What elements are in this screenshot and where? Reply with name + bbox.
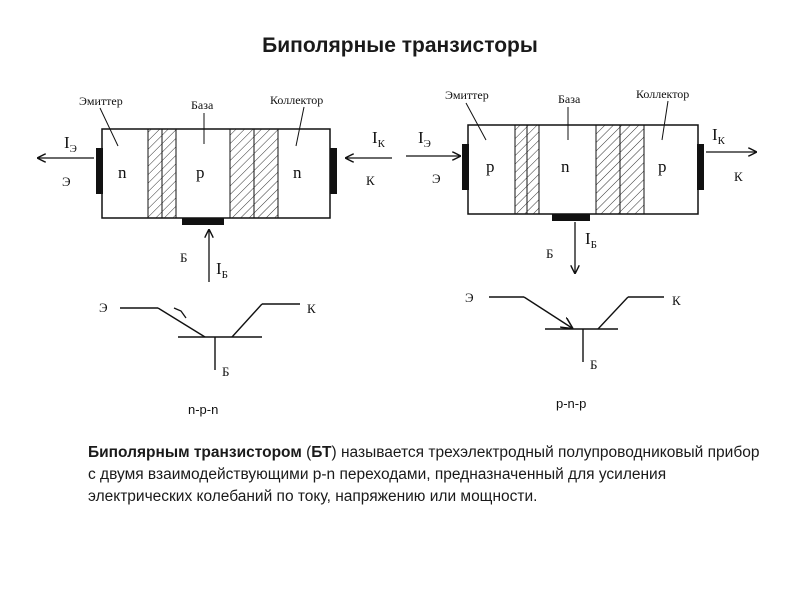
npn-collector-current: IК [372, 128, 386, 150]
npn-symbol-collector: К [307, 301, 316, 316]
pnp-label-emitter: Эмиттер [445, 88, 489, 102]
pnp-emitter-terminal: Э [432, 171, 441, 186]
npn-base-current: IБ [216, 259, 228, 281]
pnp-caption: p-n-p [556, 396, 586, 411]
npn-symbol: Э К Б n-p-n [99, 300, 316, 417]
npn-region-emitter: n [118, 163, 127, 182]
npn-emitter-contact [96, 148, 103, 194]
npn-label-base: База [191, 98, 214, 112]
definition-abbr: БТ [311, 444, 332, 461]
definition-open: ( [301, 444, 312, 461]
pnp-emitter-contact [462, 144, 469, 190]
definition-rest: ) называется трехэлектродный полупроводн… [88, 444, 760, 505]
pnp-symbol-emitter: Э [465, 290, 474, 305]
pnp-symbol-emitter-arrow [523, 296, 572, 328]
pnp-symbol-collector: К [672, 293, 681, 308]
pnp-label-base: База [558, 92, 581, 106]
pnp-base-current: IБ [585, 229, 597, 251]
pnp-collector-current: IК [712, 125, 726, 147]
pnp-symbol-base: Б [590, 357, 597, 372]
pnp-base-contact [552, 214, 590, 221]
npn-collector-contact [330, 148, 337, 194]
pnp-symbol: Э К Б p-n-p [465, 290, 681, 411]
pnp-collector-contact [697, 144, 704, 190]
npn-symbol-base: Б [222, 364, 229, 379]
npn-emitter-terminal: Э [62, 174, 71, 189]
npn-base-terminal: Б [180, 250, 187, 265]
pnp-region-emitter: p [486, 157, 495, 176]
npn-emitter-current: IЭ [64, 133, 77, 155]
npn-region-collector: n [293, 163, 302, 182]
npn-caption: n-p-n [188, 402, 218, 417]
pnp-collector-terminal: К [734, 169, 743, 184]
pnp-emitter-current: IЭ [418, 128, 431, 150]
pnp-label-collector: Коллектор [636, 87, 689, 101]
pnp-region-collector: p [658, 157, 667, 176]
npn-label-emitter: Эмиттер [79, 94, 123, 108]
npn-collector-terminal: К [366, 173, 375, 188]
npn-base-contact [182, 218, 224, 225]
npn-symbol-emitter-arrow [173, 307, 187, 319]
npn-structure: n p n Эмиттер База Коллектор IЭ Э IК К I… [38, 93, 392, 282]
definition-paragraph: Биполярным транзистором (БТ) называется … [88, 442, 768, 508]
definition-term: Биполярным транзистором [88, 444, 302, 461]
npn-label-collector: Коллектор [270, 93, 323, 107]
slide-title: Биполярные транзисторы [262, 34, 538, 57]
npn-region-base: p [196, 163, 205, 182]
pnp-base-terminal: Б [546, 246, 553, 261]
npn-symbol-emitter: Э [99, 300, 108, 315]
pnp-region-base: n [561, 157, 570, 176]
pnp-structure: p n p Эмиттер База Коллектор IЭ Э IК К I… [406, 87, 756, 273]
